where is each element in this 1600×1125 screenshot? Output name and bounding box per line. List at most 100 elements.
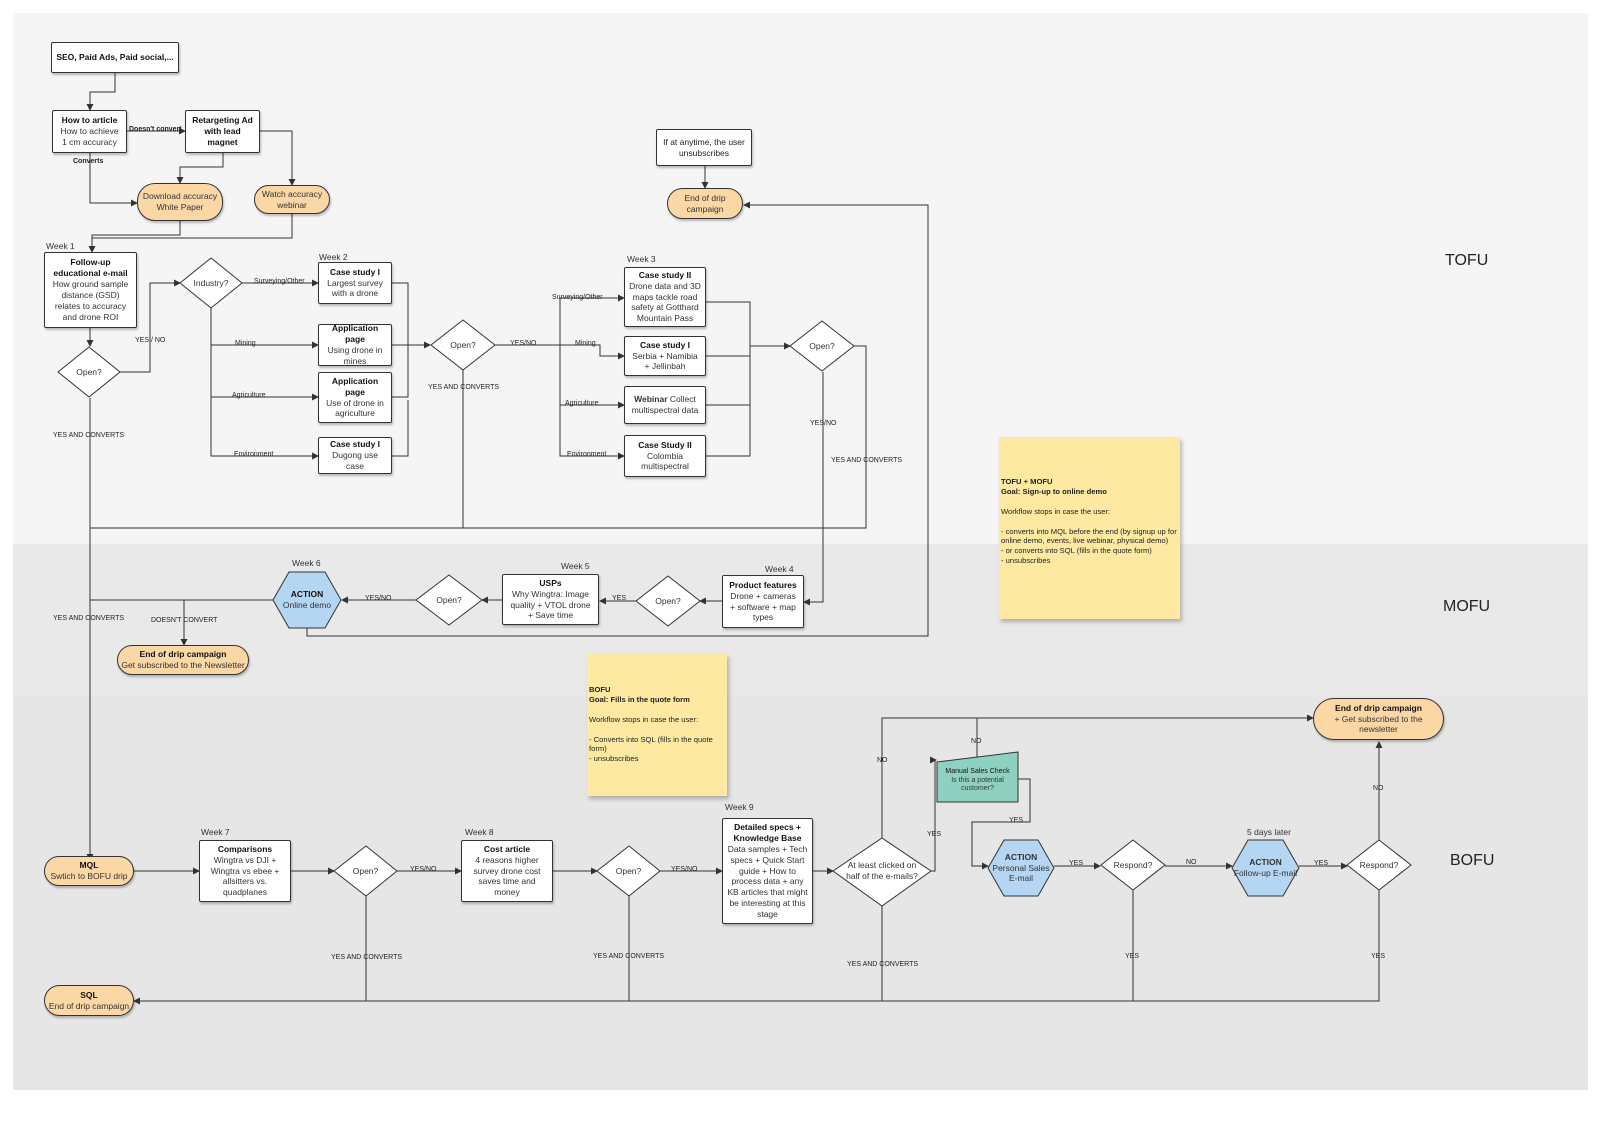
action-followup-email-title: ACTION [1249, 857, 1282, 868]
edge-yes-6: YES [1371, 953, 1386, 960]
cost-article-title: Cost article [483, 843, 531, 854]
edge-doesnt-convert: Doesn't convert [129, 126, 182, 133]
manual-sales-check-shape [936, 751, 1019, 803]
edge-yes-and-converts-4: YES AND CONVERTS [53, 615, 125, 622]
bofu-sticky-note: BOFU Goal: Fills in the quote form Workf… [587, 654, 727, 796]
followup-email-desc: How ground sample distance (GSD) relates… [52, 279, 129, 322]
end-drip-newsletter-title: End of drip campaign [139, 649, 227, 660]
manual-sales-check-title: Manual Sales Check [945, 767, 1010, 775]
action-online-demo-hex [272, 571, 342, 629]
case-study-colombia-box: Case Study II Colombia multispectral [624, 435, 706, 477]
five-days-later-label: 5 days later [1247, 827, 1291, 837]
case-study-survey-title: Case study I [329, 266, 381, 277]
usps-title: USPs [539, 577, 562, 588]
edge-converts: Converts [73, 158, 104, 165]
case-study-dugong-box: Case study I Dugong use case [318, 437, 392, 474]
action-personal-email-label: ACTION Personal Sales E-mail [988, 840, 1054, 896]
manual-sales-check-label: Manual Sales Check Is this a potential c… [937, 760, 1018, 802]
action-personal-email-title: ACTION [1004, 852, 1038, 863]
edge-yes-3: YES [1069, 860, 1084, 867]
edge-mining-2: Mining [575, 340, 596, 347]
edge-agriculture-2: Agriculture [565, 400, 599, 407]
end-drip-bofu-title: End of drip campaign [1335, 702, 1422, 713]
action-online-demo-desc: Online demo [282, 600, 332, 610]
decision-open-week3 [789, 320, 855, 372]
action-personal-email-hex [987, 839, 1055, 897]
how-to-article-title: How to article [61, 115, 118, 126]
case-study-serbia-desc: Serbia + Namibia + Jellinbah [632, 350, 698, 372]
unsubscribe-condition-box: If at anytime, the user unsubscribes [656, 129, 752, 166]
watch-webinar-pill: Watch accuracy webinar [254, 185, 330, 214]
action-followup-email-desc: Follow-up E-mail [1233, 868, 1298, 878]
decision-clicked-half-text: At least clicked on half of the e-mails? [846, 860, 918, 881]
decision-industry [179, 257, 243, 309]
decision-respond-2-text: Respond? [1359, 859, 1399, 870]
case-study-gotthard-title: Case study II [638, 269, 692, 280]
sql-desc: End of drip campaign [48, 1000, 130, 1011]
mql-desc: Swtich to BOFU drip [50, 871, 128, 881]
webinar-multispectral-line: Webinar Collect multispectral data [629, 394, 701, 416]
case-study-serbia-box: Case study I Serbia + Namibia + Jellinba… [624, 336, 706, 376]
decision-open-week2 [430, 319, 496, 371]
end-drip-top-pill: End of drip campaign [667, 188, 743, 219]
edge-yes-no-1: YES / NO [135, 337, 166, 344]
product-features-title: Product features [729, 579, 797, 590]
action-online-demo-label: ACTION Online demo [273, 572, 341, 628]
week-8-label: Week 8 [465, 827, 494, 837]
edge-environment-2: Environment [567, 451, 607, 458]
week-9-label: Week 9 [725, 802, 754, 812]
edge-agriculture: Agriculture [232, 392, 266, 399]
decision-open-week7-text: Open? [352, 865, 379, 876]
decision-open-week8-text: Open? [615, 865, 642, 876]
week-5-label: Week 5 [561, 561, 590, 571]
edge-yes-no-4: YES/NO [365, 595, 392, 602]
case-study-colombia-desc: Colombia multispectral [641, 450, 689, 472]
week-2-label: Week 2 [319, 252, 348, 262]
end-drip-newsletter-pill: End of drip campaign Get subscribed to t… [117, 645, 249, 675]
bofu-note-goal: Goal: Fills in the quote form [589, 694, 690, 704]
application-agriculture-title: Application page [331, 375, 379, 397]
case-study-gotthard-box: Case study II Drone data and 3D maps tac… [624, 267, 706, 327]
application-mines-box: Application page Using drone in mines [318, 323, 392, 366]
sql-pill: SQL End of drip campaign [44, 985, 134, 1016]
edge-yes-and-converts-7: YES AND CONVERTS [847, 961, 919, 968]
tofu-mofu-note-heading: TOFU + MOFU [1001, 477, 1053, 486]
edge-yes-and-converts-6: YES AND CONVERTS [593, 953, 665, 960]
tofu-mofu-note-item-3: - unsubscribes [1001, 556, 1051, 566]
application-mines-title: Application page [331, 323, 379, 345]
comparisons-desc: Wingtra vs DJI + Wingtra vs ebee + allsi… [210, 854, 280, 898]
case-study-survey-desc: Largest survey with a drone [327, 277, 383, 299]
detailed-specs-title: Detailed specs + Knowledge Base [733, 822, 802, 843]
decision-open-week3-text: Open? [809, 340, 835, 351]
zone-tofu-title: TOFU [1445, 252, 1489, 269]
decision-open-week5-text: Open? [436, 594, 462, 605]
edge-no-4: NO [1373, 785, 1384, 792]
cost-article-desc: 4 reasons higher survey drone cost saves… [473, 854, 541, 898]
edge-yes-4: YES [1314, 860, 1329, 867]
action-followup-email-label: ACTION Follow-up E-mail [1232, 840, 1299, 896]
decision-respond-1-text: Respond? [1113, 859, 1153, 870]
how-to-article-box: How to article How to achieve 1 cm accur… [52, 110, 127, 153]
edge-surveying-2: Surveying/Other [552, 294, 603, 301]
bofu-note-item-2: - unsubscribes [589, 754, 639, 764]
case-study-dugong-title: Case study I [329, 439, 381, 450]
edge-yes-usps: YES [612, 595, 627, 602]
end-drip-top-text: End of drip campaign [684, 192, 726, 214]
edge-yes-no-5: YES/NO [410, 866, 437, 873]
edge-yes-and-converts-5: YES AND CONVERTS [331, 954, 403, 961]
decision-open-week4-text: Open? [655, 595, 681, 606]
mql-title: MQL [79, 860, 99, 871]
case-study-serbia-title: Case study I [639, 339, 691, 350]
webinar-multispectral-desc: Collect multispectral data [631, 394, 699, 415]
product-features-box: Product features Drone + cameras + softw… [722, 575, 804, 628]
comparisons-box: Comparisons Wingtra vs DJI + Wingtra vs … [199, 840, 291, 902]
zone-bofu-title: BOFU [1450, 852, 1495, 869]
edge-environment: Environment [234, 451, 274, 458]
case-study-colombia-title: Case Study II [638, 439, 692, 450]
decision-open-week5 [415, 574, 483, 626]
decision-open-week8 [596, 845, 661, 897]
case-study-gotthard-desc: Drone data and 3D maps tackle road safet… [629, 280, 701, 324]
case-study-dugong-desc: Dugong use case [332, 450, 378, 471]
mql-pill: MQL Swtich to BOFU drip [44, 856, 134, 886]
